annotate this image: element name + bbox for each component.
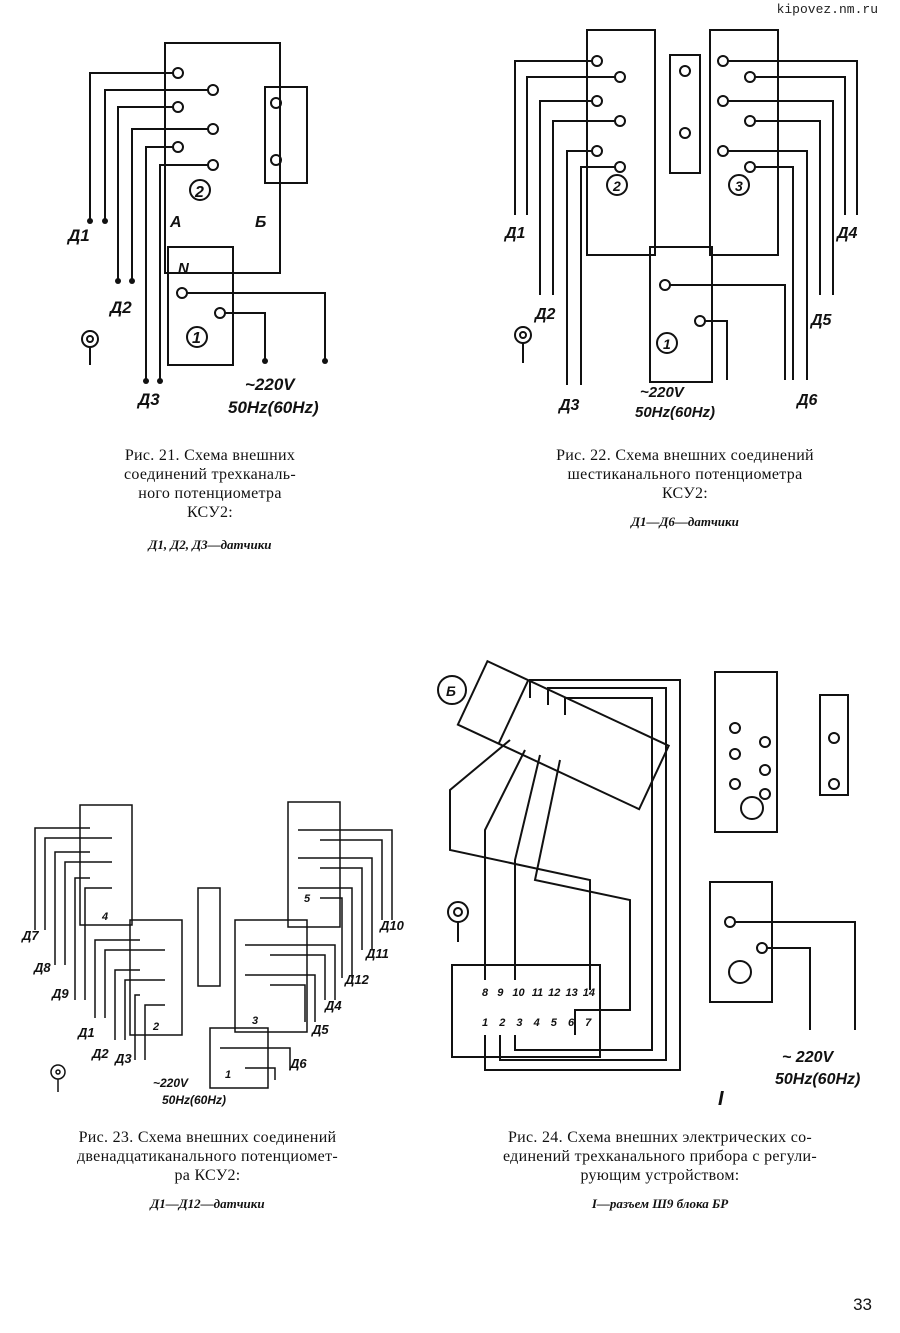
fig22-supply-frequency: 50Hz(60Hz) [635,404,715,421]
fig21-supply-frequency: 50Hz(60Hz) [228,398,319,417]
fig22-block-3-label: 3 [735,178,743,194]
fig24-pin: 6 [568,1017,575,1029]
fig24-caption-line: единений трехканального прибора с регули… [502,1148,818,1165]
fig23-sensor-d11: Д11 [365,946,389,961]
fig24-pin: 11 [532,987,543,999]
fig21-caption-line: ного потенциометра [138,485,282,502]
fig23-caption-line: Рис. 23. Схема внешних соединений [78,1129,337,1146]
fig24-pin: 13 [565,987,577,999]
fig24-pin: 12 [548,987,560,999]
fig22-diagram: 2 3 1 Д1 Д2 Д3 Д4 Д5 Д6 ~220V 50Hz(60Hz) [503,29,858,421]
fig23-sensor-d8: Д8 [33,960,51,975]
fig22-sensor-d6: Д6 [795,392,818,409]
fig22-legend: Д1—Д6—датчики [631,514,739,529]
fig22-block-2-label: 2 [612,178,621,194]
fig21-caption: Рис. 21. Схема внешних соединений трехка… [60,446,360,522]
fig22-caption-line: шестиканального потенциометра [567,466,803,483]
fig21-sensor-d1: Д1 [66,226,90,245]
fig23-sensor-d1: Д1 [77,1025,95,1040]
fig23-sensor-d12: Д12 [344,972,370,987]
fig23-wiring [34,827,393,1080]
fig21-block-2-label: 2 [194,184,204,201]
fig24-plug-bottom-row: 1 2 3 4 5 6 7 [482,1017,592,1029]
fig23-block-3-label: 3 [252,1015,258,1027]
fig23-sensor-d2: Д2 [91,1046,109,1061]
fig24-supply-frequency: 50Hz(60Hz) [775,1071,860,1088]
fig24-legend: I—разъем Ш9 блока БР [591,1196,729,1211]
fig23-block-5-label: 5 [304,893,311,905]
fig22-sensor-d5: Д5 [809,312,833,329]
fig21-block-1-label: 1 [192,330,201,347]
fig24-pin: 2 [498,1017,505,1029]
fig24-connector-label: Б [446,683,456,699]
fig23-sensor-d4: Д4 [324,998,342,1013]
fig24-pin: 3 [516,1017,522,1029]
fig24-pin: 8 [482,987,489,999]
fig23-sensor-d10: Д10 [379,918,405,933]
fig21-caption-line: КСУ2: [186,504,233,521]
fig24-caption-line: рующим устройством: [580,1167,740,1184]
fig21-sensor-d2: Д2 [108,298,132,317]
fig22-caption-line: КСУ2: [661,485,708,502]
fig21-supply-voltage: ~220V [245,375,296,394]
fig24-pin: 10 [512,987,525,999]
fig22-sensor-d4: Д4 [835,225,858,242]
fig21-sensor-d3: Д3 [136,390,160,409]
fig21-diagram: 2 1 А Б N Д1 Д2 Д3 ~220V 50Hz(60Hz) [66,42,328,417]
fig22-caption: Рис. 22. Схема внешних соединений шестик… [480,446,890,503]
fig24-pin: 7 [585,1017,592,1029]
fig22-caption-line: Рис. 22. Схема внешних соединений [556,447,814,464]
fig23-sensor-d3: Д3 [114,1051,132,1066]
fig23-diagram: 4 2 3 5 1 Д1 Д2 Д3 Д4 Д5 Д6 Д7 Д8 Д9 Д10… [21,801,405,1107]
fig24-caption: Рис. 24. Схема внешних электрических со-… [425,1128,895,1185]
fig24-caption-line: Рис. 24. Схема внешних электрических со- [507,1129,813,1146]
fig23-sensor-d5: Д5 [311,1022,329,1037]
fig23-caption: Рис. 23. Схема внешних соединений двенад… [5,1128,410,1185]
fig21-side-a: А [169,214,182,231]
fig24-pin: 9 [497,987,504,999]
fig24-pin: 14 [583,987,595,999]
fig23-block-1-label: 1 [225,1069,231,1081]
fig24-pin: 4 [533,1017,540,1029]
fig22-sensor-d3: Д3 [557,397,580,414]
fig22-block-1-label: 1 [663,336,671,352]
fig23-caption-line: двенадцатиканального потенциомет- [76,1148,339,1165]
fig22-supply-voltage: ~220V [640,384,686,401]
fig24-roman-label: I [718,1088,724,1110]
fig24-pin: 1 [482,1017,488,1029]
fig23-sensor-d9: Д9 [51,986,69,1001]
fig22-sensor-d2: Д2 [533,306,556,323]
fig23-sensor-d6: Д6 [289,1056,307,1071]
fig23-sensor-d7: Д7 [21,928,39,943]
fig23-caption-line: ра КСУ2: [174,1167,241,1184]
fig23-block-4-label: 4 [101,911,108,923]
fig21-side-b: Б [255,214,266,231]
fig23-supply-frequency: 50Hz(60Hz) [162,1093,226,1107]
fig23-block-2-label: 2 [152,1021,159,1033]
fig21-neutral: N [178,260,190,277]
watermark: kipovez.nm.ru [776,2,878,17]
fig22-sensor-d1: Д1 [503,225,526,242]
fig21-legend: Д1, Д2, Д3—датчики [148,537,272,552]
fig24-diagram: Б 8 9 10 11 12 13 14 1 2 3 4 5 6 7 I ~ 2… [437,659,860,1110]
fig23-legend: Д1—Д12—датчики [150,1196,265,1211]
fig24-supply-voltage: ~ 220V [782,1049,834,1066]
fig21-caption-line: соединений трехканаль- [124,466,296,483]
fig24-pin: 5 [551,1017,558,1029]
fig23-supply-voltage: ~220V [153,1076,189,1090]
fig21-caption-line: Рис. 21. Схема внешних [124,447,296,464]
page-number: 33 [853,1295,872,1314]
fig24-plug-top-row: 8 9 10 11 12 13 14 [482,987,595,999]
